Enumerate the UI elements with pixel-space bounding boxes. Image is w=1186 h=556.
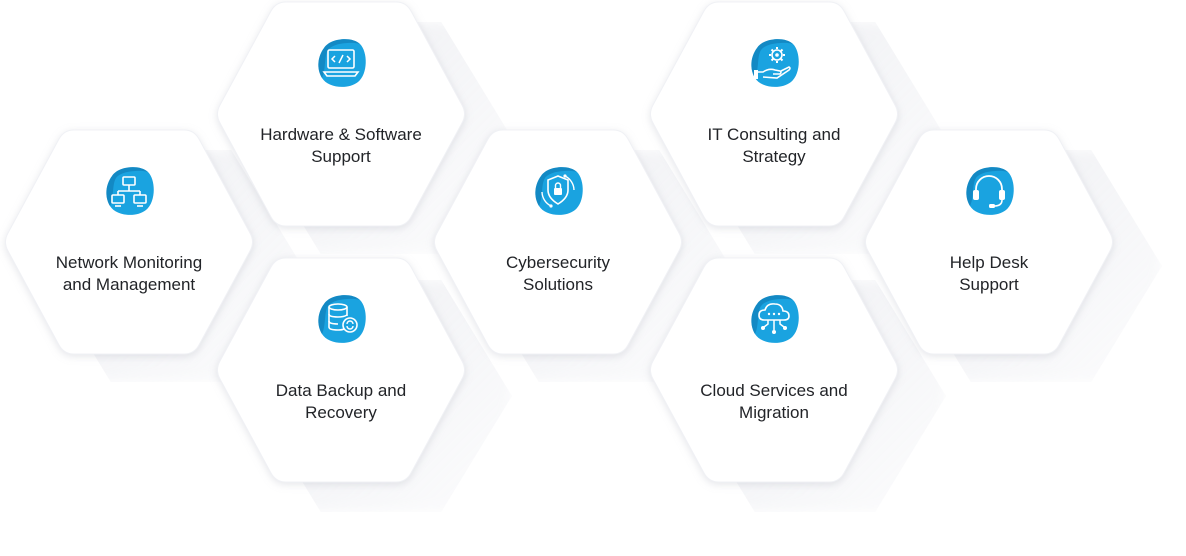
hand-gear-icon [747,36,801,90]
service-label: Network Monitoring and Management [29,252,229,296]
service-label-line: and Management [62,275,196,294]
service-label: Data Backup and Recovery [241,380,441,424]
service-card-cybersecurity[interactable]: Cybersecurity Solutions [431,128,685,356]
hex-shape [217,1,465,227]
service-label-line: Support [311,147,371,166]
service-label-line: IT Consulting and [707,125,841,144]
service-label: IT Consulting and Strategy [674,124,874,168]
service-card-cloud[interactable]: Cloud Services and Migration [647,256,901,484]
hex-shape [217,257,465,483]
service-card-consulting[interactable]: IT Consulting and Strategy [647,0,901,228]
service-card-backup[interactable]: Data Backup and Recovery [214,256,468,484]
code-laptop-icon [314,36,368,90]
service-label-line: Recovery [305,403,377,422]
service-label-line: Network Monitoring [55,253,203,272]
service-label-line: Hardware & Software [260,125,422,144]
service-label-line: Cloud Services and [700,381,848,400]
hex-shape [434,129,682,355]
service-label-line: Solutions [523,275,593,294]
hex-shape [650,257,898,483]
service-label-line: Migration [739,403,809,422]
hex-shape [865,129,1113,355]
service-label-line: Strategy [742,147,806,166]
service-label: Cybersecurity Solutions [458,252,658,296]
network-icon [102,164,156,218]
service-label-line: Support [959,275,1019,294]
service-label-line: Help Desk [949,253,1029,272]
cloud-network-icon [747,292,801,346]
shield-lock-icon [531,164,585,218]
service-label: Cloud Services and Migration [674,380,874,424]
service-label: Hardware & Software Support [241,124,441,168]
service-label-line: Cybersecurity [506,253,610,272]
headset-icon [962,164,1016,218]
service-label-line: Data Backup and [275,381,407,400]
hex-shape [650,1,898,227]
service-card-network[interactable]: Network Monitoring and Management [2,128,256,356]
database-backup-icon [314,292,368,346]
service-label: Help Desk Support [889,252,1089,296]
hex-shape [5,129,253,355]
service-card-helpdesk[interactable]: Help Desk Support [862,128,1116,356]
service-card-hardware[interactable]: Hardware & Software Support [214,0,468,228]
